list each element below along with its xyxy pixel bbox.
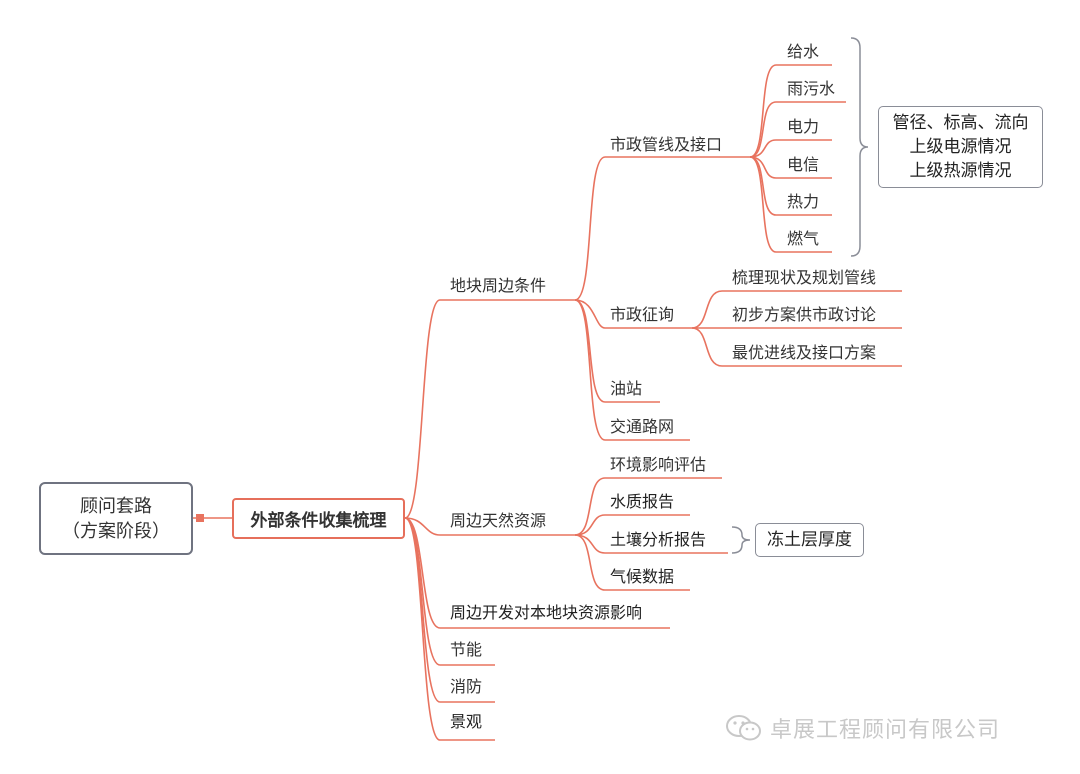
wechat-icon [726, 715, 761, 741]
item-electric-power[interactable]: 电力 [787, 117, 820, 136]
watermark: 卓展工程顾问有限公司 [724, 712, 1000, 744]
pipeline-summary-note[interactable]: 管径、标高、流向 上级电源情况 上级热源情况 [878, 106, 1043, 188]
item-water-quality[interactable]: 水质报告 [610, 492, 675, 511]
frozen-soil-note[interactable]: 冻土层厚度 [755, 523, 864, 557]
branch-site-surroundings[interactable]: 地块周边条件 [450, 276, 547, 295]
item-heating[interactable]: 热力 [787, 192, 820, 211]
branch-landscape[interactable]: 景观 [450, 712, 483, 731]
item-storm-sewage[interactable]: 雨污水 [787, 79, 836, 98]
root-line1: 顾问套路 [80, 495, 152, 517]
branch-natural-resources[interactable]: 周边天然资源 [450, 511, 547, 530]
item-environmental-assessment[interactable]: 环境影响评估 [610, 455, 707, 474]
item-water-supply[interactable]: 给水 [787, 42, 820, 61]
branch-traffic-network[interactable]: 交通路网 [610, 417, 675, 436]
note-line: 上级热源情况 [909, 161, 1012, 181]
item-sort-pipelines[interactable]: 梳理现状及规划管线 [732, 268, 877, 287]
item-telecom[interactable]: 电信 [787, 155, 820, 174]
item-gas[interactable]: 燃气 [787, 229, 820, 248]
branch-fire-protection[interactable]: 消防 [450, 677, 483, 696]
item-soil-analysis[interactable]: 土壤分析报告 [610, 530, 707, 549]
branch-development-impact[interactable]: 周边开发对本地块资源影响 [450, 603, 643, 622]
note-line: 上级电源情况 [909, 137, 1012, 157]
item-preliminary-scheme[interactable]: 初步方案供市政讨论 [732, 305, 877, 324]
branch-municipal-pipelines[interactable]: 市政管线及接口 [610, 135, 723, 154]
watermark-text: 卓展工程顾问有限公司 [770, 718, 1001, 743]
item-optimal-entry[interactable]: 最优进线及接口方案 [732, 343, 877, 362]
item-climate-data[interactable]: 气候数据 [610, 567, 675, 586]
branch-municipal-consultation[interactable]: 市政征询 [610, 305, 675, 324]
main-topic[interactable]: 外部条件收集梳理 [232, 498, 405, 539]
root-line2: （方案阶段） [62, 520, 170, 542]
branch-energy-saving[interactable]: 节能 [450, 640, 483, 659]
root-node[interactable]: 顾问套路 （方案阶段） [39, 482, 193, 555]
branch-gas-station[interactable]: 油站 [610, 379, 643, 398]
note-line: 管径、标高、流向 [892, 113, 1029, 133]
